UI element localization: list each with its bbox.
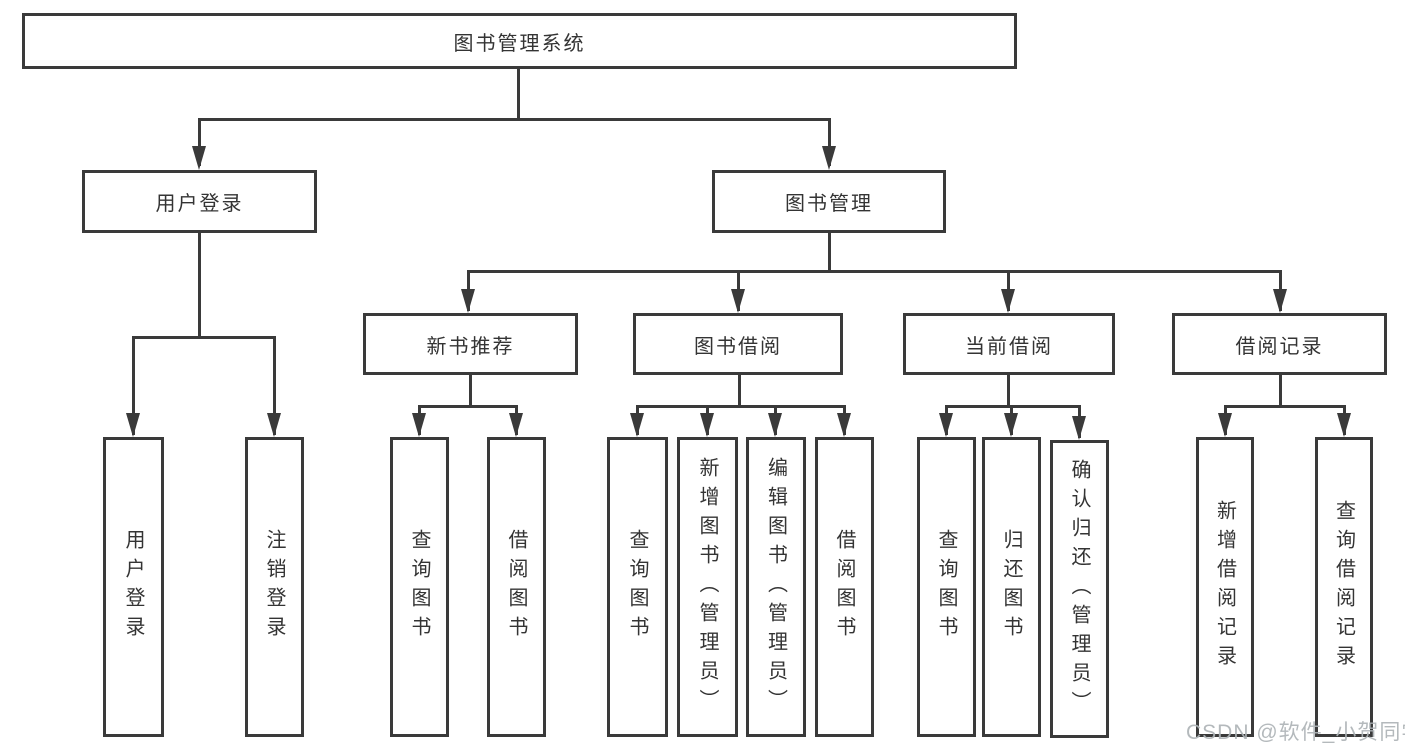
leaf-label: 用户登录 — [122, 529, 144, 645]
connector-userlogin-rail — [132, 336, 276, 339]
arrowhead-bb-edit — [768, 413, 782, 437]
leaf-borrow-borrow-book: 借阅图书 — [815, 437, 874, 737]
connector-root-stem — [517, 68, 520, 118]
leaf-label: 注销登录 — [263, 529, 285, 645]
arrowhead-leaf-userlogin — [126, 413, 140, 437]
arrowhead-book-mgmt — [822, 146, 836, 170]
arrowhead-nb-borrow — [509, 413, 523, 437]
connector-newbook-stem — [469, 375, 472, 407]
connector-bookborrow-stem — [738, 375, 741, 407]
node-label: 图书管理系统 — [453, 32, 586, 55]
arrowhead-borrow-record — [1273, 289, 1287, 313]
arrowhead-current-borrow — [1001, 289, 1015, 313]
arrowhead-cb-confirm — [1072, 416, 1086, 440]
leaf-newbook-borrow-book: 借阅图书 — [487, 437, 546, 737]
leaf-current-confirm-return-admin: 确认归还（管理员） — [1050, 440, 1109, 738]
connector-newbook-rail — [418, 405, 518, 408]
node-borrow-record: 借阅记录 — [1172, 313, 1387, 375]
arrowhead-br-query — [1337, 413, 1351, 437]
connector-bookmgmt-stem — [828, 232, 831, 270]
connector-root-rail — [198, 118, 831, 121]
arrowhead-bb-query — [630, 413, 644, 437]
leaf-label: 查询图书 — [626, 529, 648, 645]
node-label: 新书推荐 — [426, 335, 515, 358]
leaf-label: 查询图书 — [408, 529, 430, 645]
node-label: 图书借阅 — [694, 335, 782, 358]
connector-drop-book-mgmt — [828, 118, 831, 166]
node-label: 用户登录 — [155, 193, 244, 215]
leaf-logout: 注销登录 — [245, 437, 304, 737]
arrowhead-br-add — [1218, 413, 1232, 437]
arrowhead-nb-query — [412, 413, 426, 437]
node-user-login: 用户登录 — [82, 170, 317, 233]
arrowhead-bb-add — [700, 413, 714, 437]
leaf-borrow-query-book: 查询图书 — [607, 437, 668, 737]
connector-bookborrow-rail — [636, 405, 846, 408]
leaf-current-return-book: 归还图书 — [982, 437, 1041, 737]
connector-borrowrecord-rail — [1224, 405, 1345, 408]
connector-drop-leaf-userlogin — [132, 336, 135, 435]
arrowhead-user-login — [192, 146, 206, 170]
node-root-library-system: 图书管理系统 — [22, 13, 1017, 69]
leaf-label: 新增图书（管理员） — [696, 456, 718, 718]
leaf-borrow-add-book-admin: 新增图书（管理员） — [677, 437, 738, 737]
leaf-label: 归还图书 — [1000, 529, 1022, 645]
node-label: 图书管理 — [785, 193, 873, 215]
csdn-watermark: CSDN @软件_小贺同学 — [1186, 721, 1405, 744]
leaf-current-query-book: 查询图书 — [917, 437, 976, 737]
leaf-label: 新增借阅记录 — [1213, 500, 1236, 674]
node-book-management: 图书管理 — [712, 170, 946, 233]
connector-borrowrecord-stem — [1279, 375, 1282, 407]
leaf-label: 借阅图书 — [505, 529, 527, 645]
arrowhead-new-book — [461, 289, 475, 313]
leaf-label: 查询借阅记录 — [1332, 500, 1355, 674]
leaf-label: 查询图书 — [935, 529, 957, 645]
node-label: 借阅记录 — [1235, 335, 1324, 358]
node-new-book-recommend: 新书推荐 — [363, 313, 578, 375]
leaf-borrow-edit-book-admin: 编辑图书（管理员） — [746, 437, 806, 737]
node-label: 当前借阅 — [965, 335, 1053, 358]
node-book-borrow: 图书借阅 — [633, 313, 843, 375]
arrowhead-leaf-logout — [267, 413, 281, 437]
connector-bookmgmt-rail — [467, 270, 1282, 273]
leaf-label: 确认归还（管理员） — [1068, 458, 1090, 720]
leaf-record-add-borrow-record: 新增借阅记录 — [1196, 437, 1254, 737]
arrowhead-cb-return — [1004, 413, 1018, 437]
connector-drop-user-login — [198, 118, 201, 166]
arrowhead-bb-borrow — [837, 413, 851, 437]
arrowhead-cb-query — [939, 413, 953, 437]
leaf-label: 借阅图书 — [833, 529, 855, 645]
leaf-user-login: 用户登录 — [103, 437, 164, 737]
connector-userlogin-stem — [198, 232, 201, 336]
connector-currentborrow-stem — [1007, 375, 1010, 407]
leaf-record-query-borrow-record: 查询借阅记录 — [1315, 437, 1373, 737]
connector-drop-leaf-logout — [273, 336, 276, 435]
arrowhead-book-borrow — [731, 289, 745, 313]
node-current-borrow: 当前借阅 — [903, 313, 1115, 375]
leaf-newbook-query-book: 查询图书 — [390, 437, 449, 737]
leaf-label: 编辑图书（管理员） — [764, 456, 787, 718]
